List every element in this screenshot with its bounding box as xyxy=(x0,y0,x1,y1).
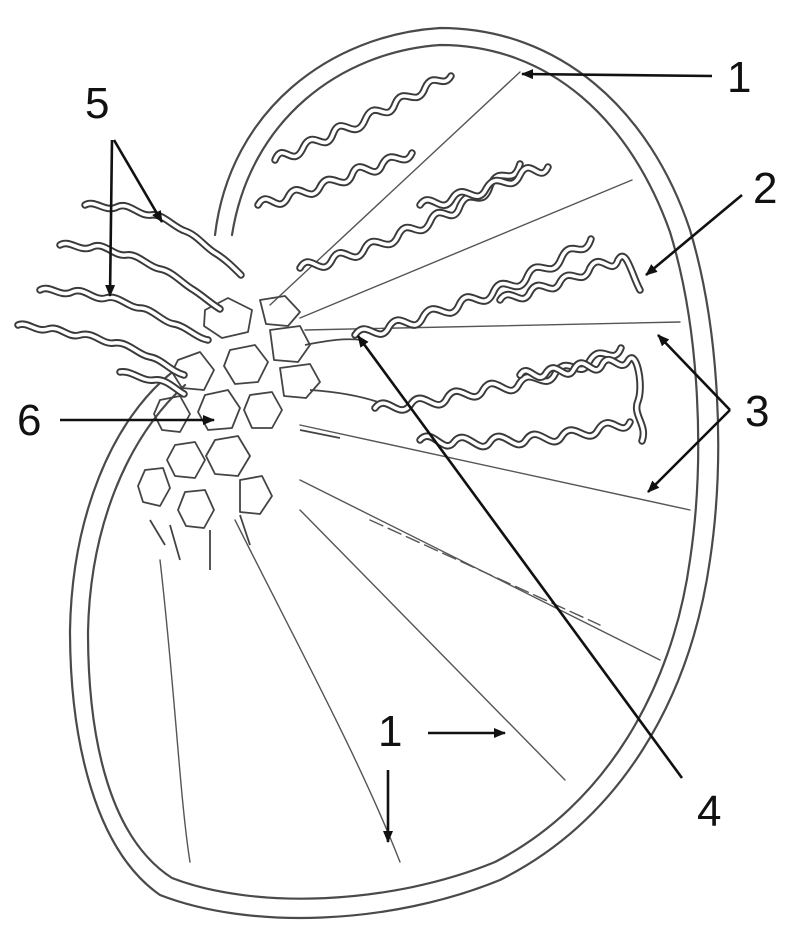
label-1-bottom: 1 xyxy=(378,707,402,756)
label-2: 2 xyxy=(753,164,777,213)
septa xyxy=(159,71,691,863)
pointer-arrows xyxy=(60,69,743,843)
arrow-5-right xyxy=(112,139,164,223)
arrow-3-upper xyxy=(657,334,731,411)
arrow-1-top xyxy=(521,69,713,80)
rete-testis xyxy=(137,295,379,570)
arrow-4 xyxy=(356,335,684,779)
arrow-3-lower xyxy=(647,409,731,493)
label-1-top: 1 xyxy=(727,53,751,102)
label-5: 5 xyxy=(85,79,109,128)
arrow-5-down xyxy=(105,139,116,297)
tunica-albuginea-inner xyxy=(86,43,700,900)
efferent-ductules xyxy=(14,199,245,398)
tunica-albuginea-outer xyxy=(68,26,720,920)
arrow-2 xyxy=(645,194,743,276)
label-4: 4 xyxy=(697,787,721,836)
label-6: 6 xyxy=(17,396,41,445)
seminiferous-tubules xyxy=(254,72,648,451)
label-3: 3 xyxy=(745,387,769,436)
